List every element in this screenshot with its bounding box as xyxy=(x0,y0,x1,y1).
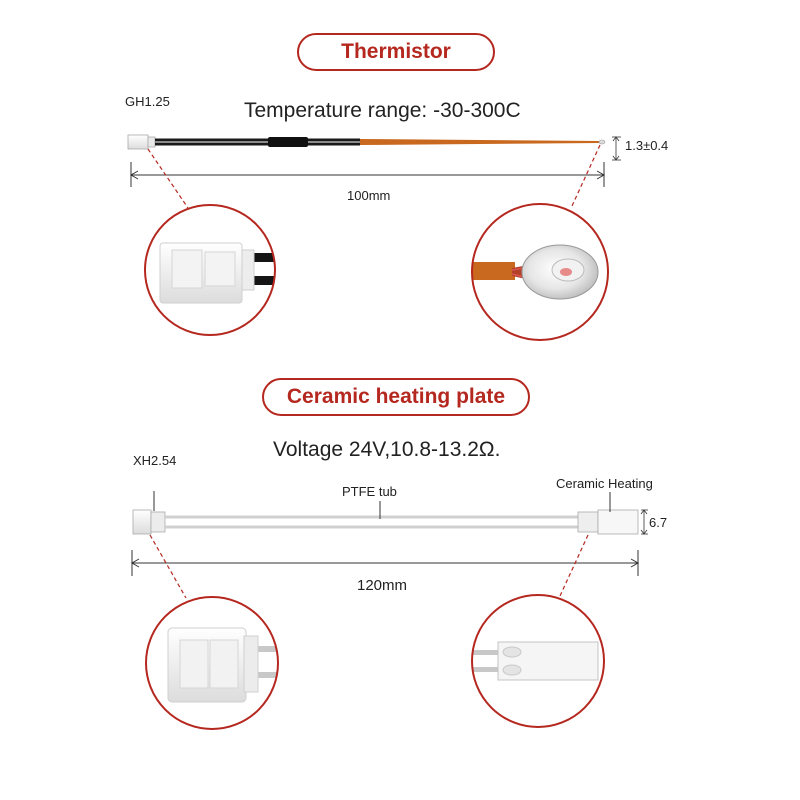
thermistor-heatshrink xyxy=(268,137,308,147)
thermistor-connector xyxy=(127,134,149,150)
heater-spec: Voltage 24V,10.8-13.2Ω. xyxy=(273,438,501,461)
thermistor-length-label: 100mm xyxy=(347,188,391,203)
heater-connector-latch xyxy=(150,511,166,533)
thermistor-connector-zoom xyxy=(144,204,276,336)
thermistor-title-badge: Thermistor xyxy=(297,33,495,71)
thermistor-connector-label: GH1.25 xyxy=(125,94,170,109)
thermistor-tip-label: 1.3±0.4 xyxy=(625,138,669,153)
thermistor-title: Thermistor xyxy=(341,40,451,63)
heater-connector-zoom xyxy=(145,596,279,730)
thermistor-copper-lead xyxy=(360,139,600,145)
heater-connector xyxy=(132,509,152,535)
heater-plate-zoom xyxy=(471,594,605,728)
heater-connector-label: XH2.54 xyxy=(133,453,177,468)
thermistor-bead-tip xyxy=(598,139,606,145)
heater-ceramic-plate xyxy=(597,509,639,535)
heater-title: Ceramic heating plate xyxy=(286,385,506,408)
heater-title-badge: Ceramic heating plate xyxy=(262,378,530,416)
heater-length-label: 120mm xyxy=(357,577,408,594)
heater-tube-label: PTFE tub xyxy=(342,484,397,499)
heater-width-label: 6.7 xyxy=(649,515,668,530)
heater-plate-label: Ceramic Heating xyxy=(556,476,653,491)
thermistor-connector-latch xyxy=(147,136,156,148)
thermistor-spec: Temperature range: -30-300C xyxy=(244,99,521,122)
thermistor-bead-zoom xyxy=(471,203,609,341)
